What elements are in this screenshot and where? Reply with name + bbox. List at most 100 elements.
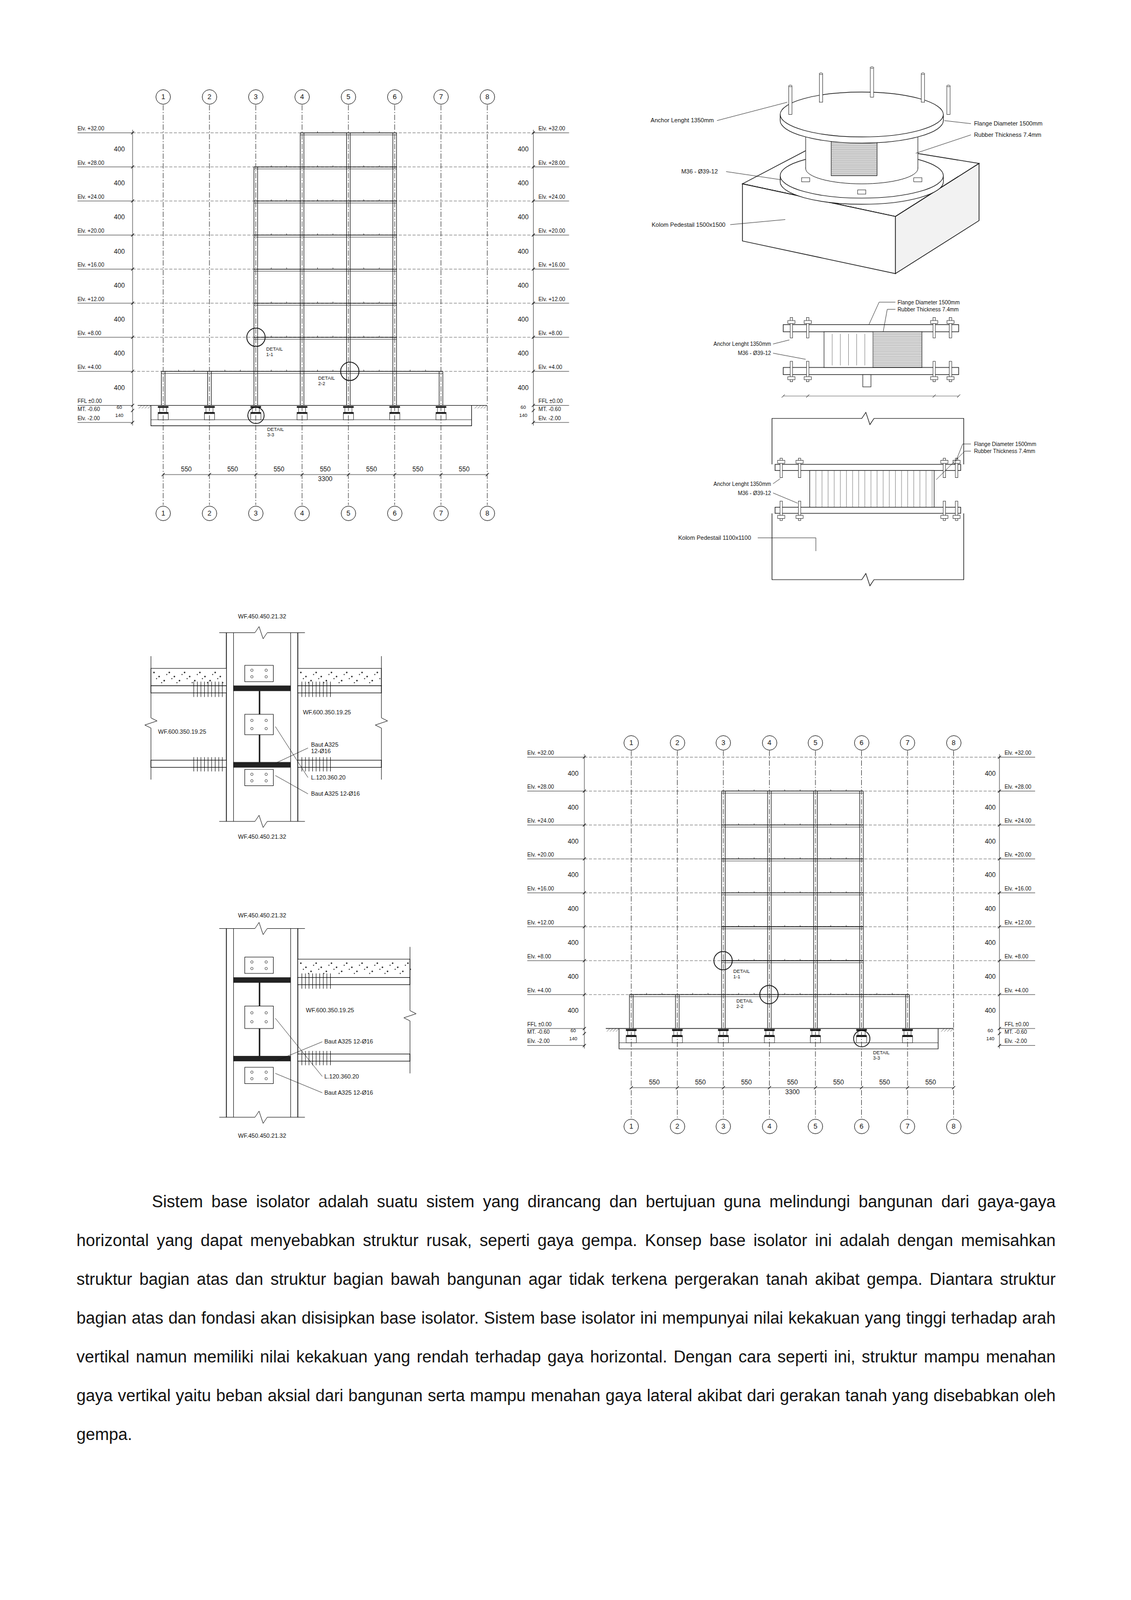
level-mark — [999, 892, 1036, 893]
beam-mark — [286, 369, 288, 372]
column — [771, 790, 772, 1029]
leader-line — [275, 1041, 323, 1061]
bolt-row — [221, 681, 223, 697]
stiffener — [233, 685, 291, 691]
callout-label: Rubber Thickness 7.4mm — [973, 131, 1042, 138]
level-mark — [527, 926, 585, 927]
column — [442, 371, 444, 406]
beam-mark — [317, 199, 318, 201]
bolt-row — [323, 973, 324, 989]
concrete-hatch — [217, 678, 219, 680]
rubber-layer — [873, 358, 923, 360]
level-mark — [999, 926, 1036, 927]
dimension: 400 — [517, 384, 529, 392]
dimension: 140 — [986, 1036, 995, 1042]
ground-hatch — [144, 405, 149, 409]
callout-label: M36 - Ø39-12 — [737, 350, 772, 356]
concrete-hatch — [356, 679, 358, 681]
concrete-hatch — [315, 962, 317, 964]
bolt-row — [326, 756, 327, 772]
dimension-tick — [130, 131, 135, 135]
bolt — [250, 1070, 254, 1074]
bolt-row — [312, 973, 313, 989]
nut — [953, 515, 961, 519]
rubber-layer — [831, 149, 877, 150]
beam-mark — [286, 335, 288, 338]
bolt-row — [204, 756, 205, 772]
level-mark — [999, 858, 1036, 860]
column — [909, 994, 910, 1029]
rubber-layer — [873, 332, 923, 334]
grid-number: 8 — [951, 738, 956, 746]
dimension-tick — [997, 755, 1002, 759]
beam-mark — [754, 822, 755, 825]
member-label: WF.600.350.19.25 — [302, 708, 351, 716]
bolt — [250, 1020, 254, 1023]
dimension: 400 — [114, 282, 125, 290]
grid-number: 3 — [253, 509, 258, 517]
concrete-hatch — [191, 681, 193, 683]
bolt — [264, 675, 268, 679]
flange — [780, 92, 944, 137]
level-mark — [77, 268, 133, 270]
dimension: 550 — [227, 465, 239, 473]
rubber-layer — [831, 169, 877, 170]
concrete-hatch — [186, 678, 188, 680]
detail-tag: DETAIL 1-1 — [266, 346, 286, 358]
dimension-tick — [532, 369, 536, 373]
break-line — [219, 626, 305, 639]
bolt-row — [207, 756, 209, 772]
beam — [721, 860, 864, 862]
concrete-hatch — [310, 970, 312, 972]
beam-mark — [692, 992, 694, 995]
bolt — [250, 960, 254, 963]
level-mark — [533, 371, 569, 372]
grid-bubble: 2 — [201, 89, 218, 105]
detail-tag: DETAIL 1-1 — [733, 968, 753, 980]
bolt-row — [301, 756, 303, 772]
rubber-layer — [873, 343, 923, 345]
level-mark — [999, 1044, 1036, 1046]
grid-line — [440, 105, 442, 506]
concrete-hatch — [313, 964, 315, 966]
rubber-layer — [873, 351, 923, 352]
grid-line — [486, 105, 488, 506]
concrete-hatch — [199, 671, 201, 673]
concrete-hatch — [209, 679, 211, 681]
break-line — [403, 946, 417, 1074]
dimension: 400 — [567, 770, 579, 778]
concrete-hatch — [366, 966, 368, 968]
dimension-tick — [781, 394, 785, 398]
leader-line — [772, 353, 806, 360]
bolt-row — [319, 681, 320, 697]
rubber-layer — [831, 147, 877, 149]
grid-number: 7 — [438, 93, 443, 101]
beam-mark — [738, 992, 739, 995]
grid-bubble: 5 — [807, 1118, 823, 1134]
concrete-hatch — [161, 681, 163, 683]
level-mark — [527, 994, 585, 995]
concrete-hatch — [379, 678, 381, 680]
rubber-layer — [840, 333, 841, 366]
rubber-layer — [873, 363, 923, 365]
beam-mark — [270, 233, 272, 235]
beam-flange — [297, 976, 410, 984]
rubber-layer — [831, 163, 877, 164]
rubber-layer — [831, 162, 877, 163]
rubber-layer — [873, 340, 923, 341]
beam-mark — [754, 924, 755, 927]
concrete-hatch — [318, 678, 320, 680]
leader-line — [275, 1072, 323, 1093]
anchor-rod — [921, 72, 925, 75]
bolt — [250, 967, 254, 970]
beam-mark — [317, 131, 318, 134]
rubber-layer — [848, 333, 849, 366]
elevation-label: Elv. +24.00 — [77, 193, 105, 200]
anchor-rod — [789, 85, 793, 115]
nut — [940, 459, 948, 464]
concrete-hatch — [171, 678, 173, 680]
elevation-label: Elv. +32.00 — [1004, 749, 1032, 756]
nut — [801, 177, 810, 183]
concrete-slab — [297, 668, 382, 686]
level-mark — [533, 337, 569, 338]
